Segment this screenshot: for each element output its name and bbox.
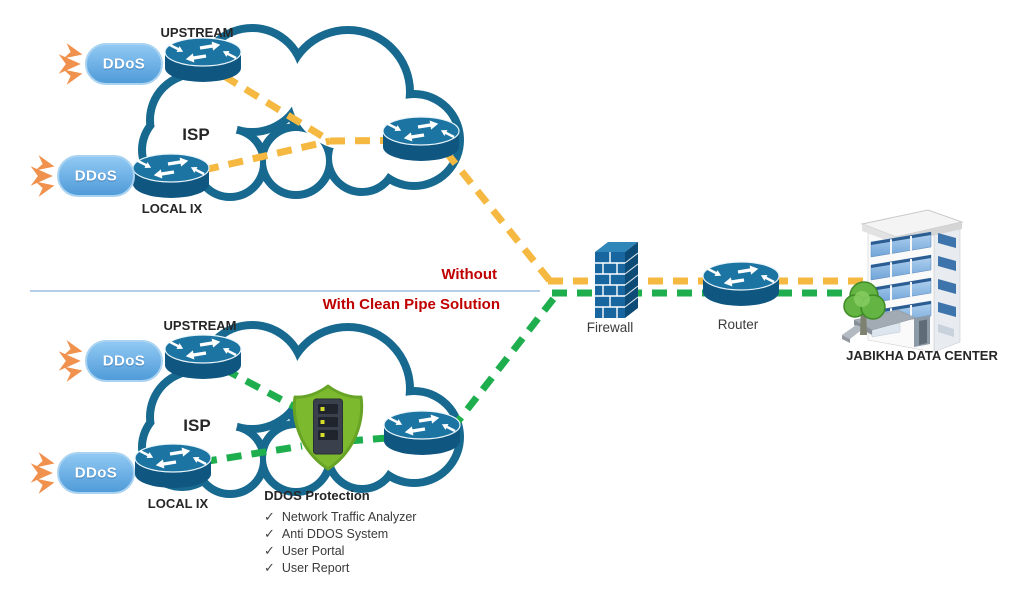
feature-item: ✓ User Portal [264, 542, 416, 559]
isp-label-top: ISP [182, 125, 210, 144]
scenario-without-label: Without [441, 266, 497, 283]
tree-icon [843, 281, 886, 335]
ddos-badge-text: DDoS [102, 352, 146, 370]
local-ix-label-bottom: LOCAL IX [147, 496, 209, 511]
ddos-protection-shield-icon [292, 384, 364, 471]
check-icon: ✓ [264, 542, 275, 558]
feature-item: ✓ Anti DDOS System [264, 525, 416, 542]
upstream-router-icon-bottom [165, 335, 241, 379]
check-icon: ✓ [264, 525, 275, 541]
scenario-with-label: With Clean Pipe Solution [322, 296, 500, 313]
feature-label: User Report [281, 560, 350, 575]
feature-label: Network Traffic Analyzer [281, 509, 417, 524]
isp-edge-router-icon-bottom [384, 411, 460, 455]
datacenter-building-icon [842, 209, 964, 353]
datacenter-label: JABIKHA DATA CENTER [846, 348, 998, 363]
ddos-protection-feature-list: ✓ Network Traffic Analyzer ✓ Anti DDOS S… [264, 508, 416, 576]
check-icon: ✓ [264, 559, 275, 575]
upstream-router-icon-top [165, 38, 241, 82]
local-ix-label-top: LOCAL IX [141, 201, 203, 216]
ddos-protection-title: DDOS Protection [264, 488, 370, 503]
router-label: Router [717, 317, 759, 332]
ddos-badge-text: DDoS [74, 464, 118, 482]
feature-label: Anti DDOS System [281, 526, 389, 541]
upstream-label-top: UPSTREAM [160, 25, 234, 40]
feature-item: ✓ User Report [264, 559, 416, 576]
edge-router-icon [703, 262, 779, 306]
upstream-label-bottom: UPSTREAM [163, 318, 237, 333]
isp-edge-router-icon-top [383, 117, 459, 161]
local-ix-router-icon-bottom [135, 444, 211, 488]
isp-label-bottom: ISP [183, 416, 211, 435]
firewall-label: Firewall [586, 320, 634, 335]
feature-item: ✓ Network Traffic Analyzer [264, 508, 416, 525]
local-ix-router-icon-top [133, 154, 209, 198]
feature-label: User Portal [281, 543, 345, 558]
ddos-badge-text: DDoS [74, 167, 118, 185]
ddos-badge-text: DDoS [102, 55, 146, 73]
check-icon: ✓ [264, 508, 275, 524]
firewall-icon [595, 242, 639, 318]
